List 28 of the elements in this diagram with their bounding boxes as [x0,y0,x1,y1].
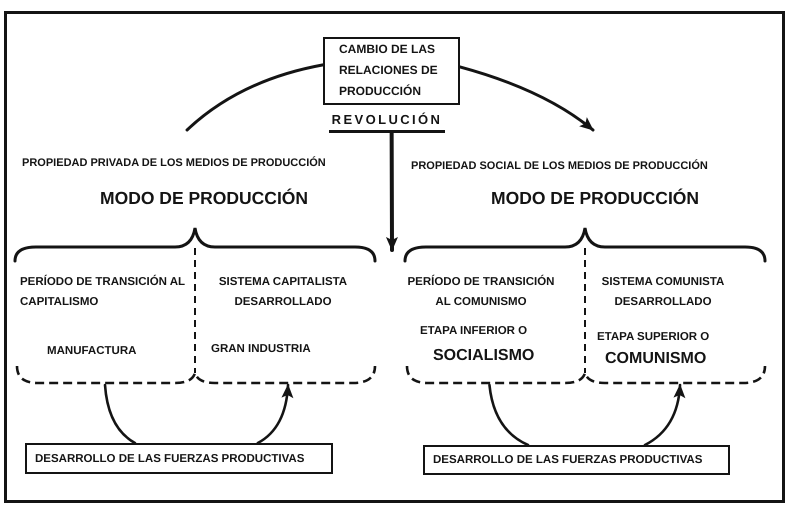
arrow [386,131,398,252]
underlined-heading: REVOLUCIÓN [329,112,445,133]
section-heading: PROPIEDAD SOCIAL DE LOS MEDIOS DE PRODUCCIÓN [411,159,708,173]
stage-name: SOCIALISMO [433,346,534,366]
connector-line [104,384,136,444]
stage-label: SISTEMA COMUNISTA DESARROLLADO [600,275,726,310]
stage-label: PERÍODO DE TRANSICIÓN AL COMUNISMO [406,274,556,310]
node-label: DESARROLLO DE LAS FUERZAS PRODUCTIVAS [35,452,304,466]
stage-label: GRAN INDUSTRIA [211,342,311,357]
connector-line [488,384,530,446]
section-title: MODO DE PRODUCCIÓN [491,187,700,209]
stage-label: PERÍODO DE TRANSICIÓN AL CAPITALISMO [20,274,186,310]
process-box [323,37,460,105]
stage-name: COMUNISMO [605,349,706,369]
stage-label: SISTEMA CAPITALISTA DESARROLLADO [218,275,348,310]
stage-label: ETAPA SUPERIOR O [597,330,710,345]
stage-label: ETAPA INFERIOR O [420,324,528,339]
node-label: CAMBIO DE LAS RELACIONES DE PRODUCCIÓN [339,41,439,100]
curved-arrow [458,65,594,132]
process-box [25,443,333,474]
connector-line [186,63,324,132]
section-title: MODO DE PRODUCCIÓN [100,187,308,209]
process-box [423,445,730,475]
curved-arrow [644,384,685,446]
stage-label: MANUFACTURA [47,344,136,359]
section-heading: PROPIEDAD PRIVADA DE LOS MEDIOS DE PRODUCCIÓN [22,156,326,170]
node-label: DESARROLLO DE LAS FUERZAS PRODUCTIVAS [433,453,702,467]
curved-arrow [256,384,294,444]
